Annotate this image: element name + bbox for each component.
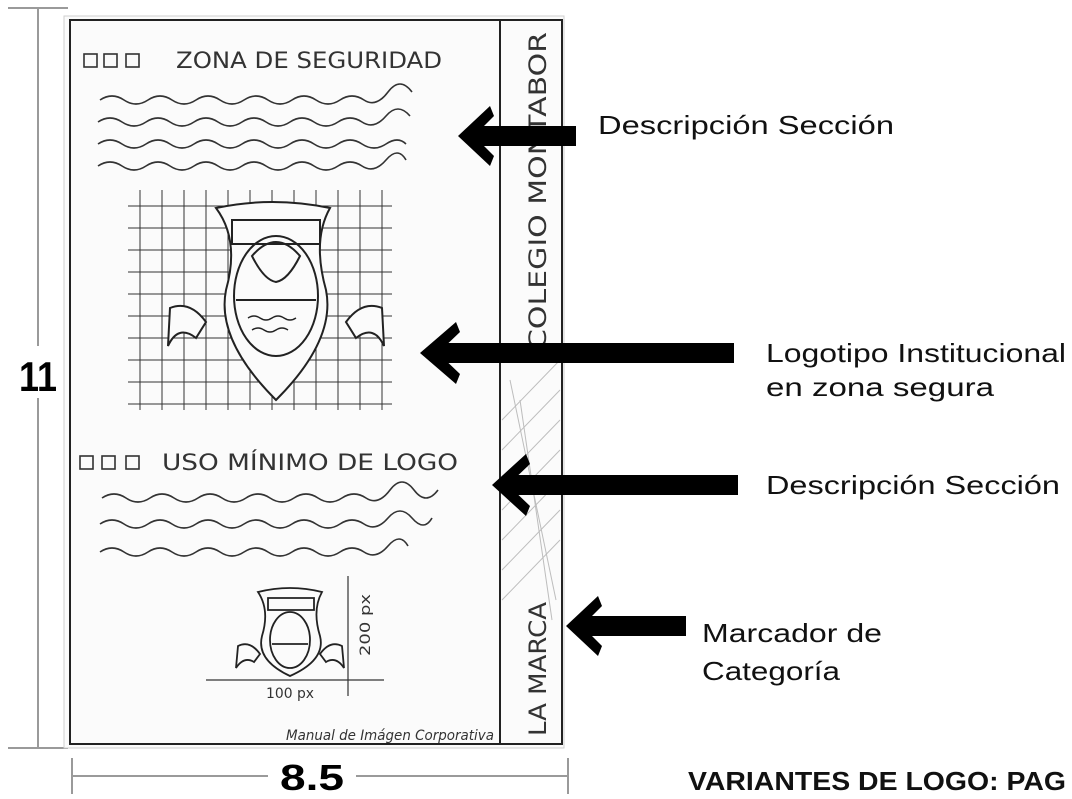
annotation-marker-line-2: Categoría [702,656,841,686]
checkbox-icons [83,53,140,68]
section-2: USO MÍNIMO DE LOGO [79,450,458,557]
arrow-icon-logo [420,322,734,384]
section-2-heading: USO MÍNIMO DE LOGO [162,450,458,476]
footer-note: Manual de Imágen Corporativa [286,728,494,744]
section-1: ZONA DE SEGURIDAD [83,49,442,171]
annotation-logo-line-1: Logotipo Institucional [766,338,1066,368]
arrow-icon-description-1 [458,106,576,166]
height-px-label: 200 px [358,594,374,656]
minimum-logo: 200 px 100 px [206,576,384,702]
small-shield-logo-icon [235,587,345,677]
width-label: 8.5 [280,757,344,798]
placeholder-text-lines [99,481,439,557]
sidebar-bottom-text: LA MARCA [524,601,552,736]
annotation-logo-line-2: en zona segura [766,372,995,402]
bottom-title: VARIANTES DE LOGO: PAG [688,766,1066,796]
height-label: 11 [19,353,57,400]
section-1-heading: ZONA DE SEGURIDAD [176,49,442,74]
width-px-label: 100 px [266,686,314,702]
annotation-description-2: Descripción Sección [766,470,1060,500]
sidebar-marker: COLEGIO MONTABOR LA MARCA [501,32,561,736]
annotation-marker-line-1: Marcador de [702,618,882,648]
placeholder-text-lines [97,83,413,171]
logo-safe-zone [128,190,392,410]
shield-logo-icon [167,201,385,402]
annotation-description-1: Descripción Sección [598,110,894,140]
arrow-icon-description-2 [492,454,738,516]
sidebar-top-text: COLEGIO MONTABOR [524,32,552,350]
arrow-icon-marker [566,596,686,656]
checkbox-icons [79,455,140,470]
